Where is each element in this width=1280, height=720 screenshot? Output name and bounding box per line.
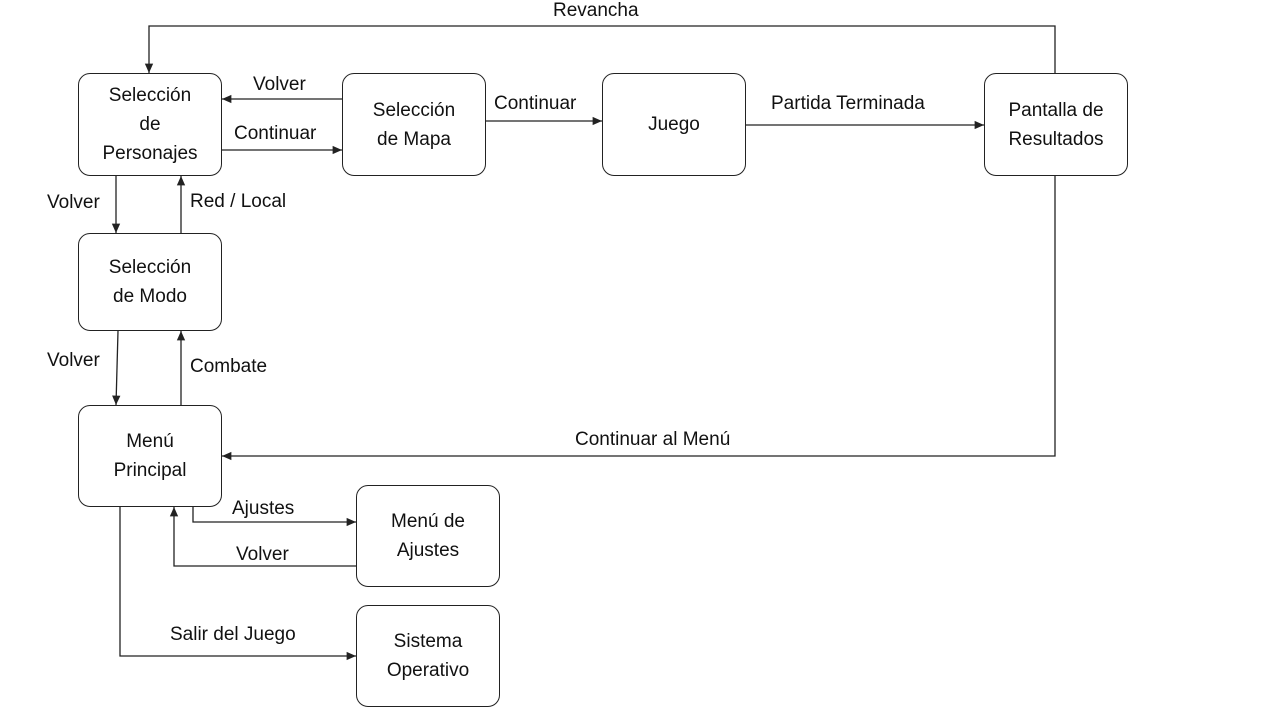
node-map-selection: Selección de Mapa: [342, 73, 486, 176]
edge-mode-back-arrow: [112, 330, 121, 406]
label-combat: Combate: [190, 356, 268, 377]
label-match-over: Partida Terminada: [771, 93, 925, 114]
node-operating-system: Sistema Operativo: [356, 605, 500, 707]
node-results-screen: Pantalla de Resultados: [984, 73, 1128, 176]
label-exit-game: Salir del Juego: [170, 624, 296, 645]
label-map-continue: Continuar: [494, 93, 577, 114]
label-char-continue: Continuar: [234, 123, 317, 144]
label-settings: Ajustes: [232, 498, 295, 519]
node-main-menu: Menú Principal: [78, 405, 222, 507]
label-map-back: Volver: [253, 74, 306, 95]
edge-exit-game-arrow: [119, 507, 356, 661]
edge-rematch-arrow: [144, 25, 1056, 73]
edge-settings-back-arrow: [169, 507, 356, 567]
node-character-selection: Selección de Personajes: [78, 73, 222, 176]
edge-continue-menu-arrow: [222, 176, 1056, 461]
node-game: Juego: [602, 73, 746, 176]
node-mode-selection: Selección de Modo: [78, 233, 222, 331]
label-mode-back: Volver: [47, 350, 100, 371]
node-settings-menu: Menú de Ajustes: [356, 485, 500, 587]
label-rematch: Revancha: [553, 0, 639, 21]
label-net-local: Red / Local: [190, 191, 287, 212]
label-char-back: Volver: [47, 192, 100, 213]
edge-settings-arrow: [192, 507, 356, 527]
label-settings-back: Volver: [236, 544, 289, 565]
label-continue-menu: Continuar al Menú: [575, 429, 731, 450]
